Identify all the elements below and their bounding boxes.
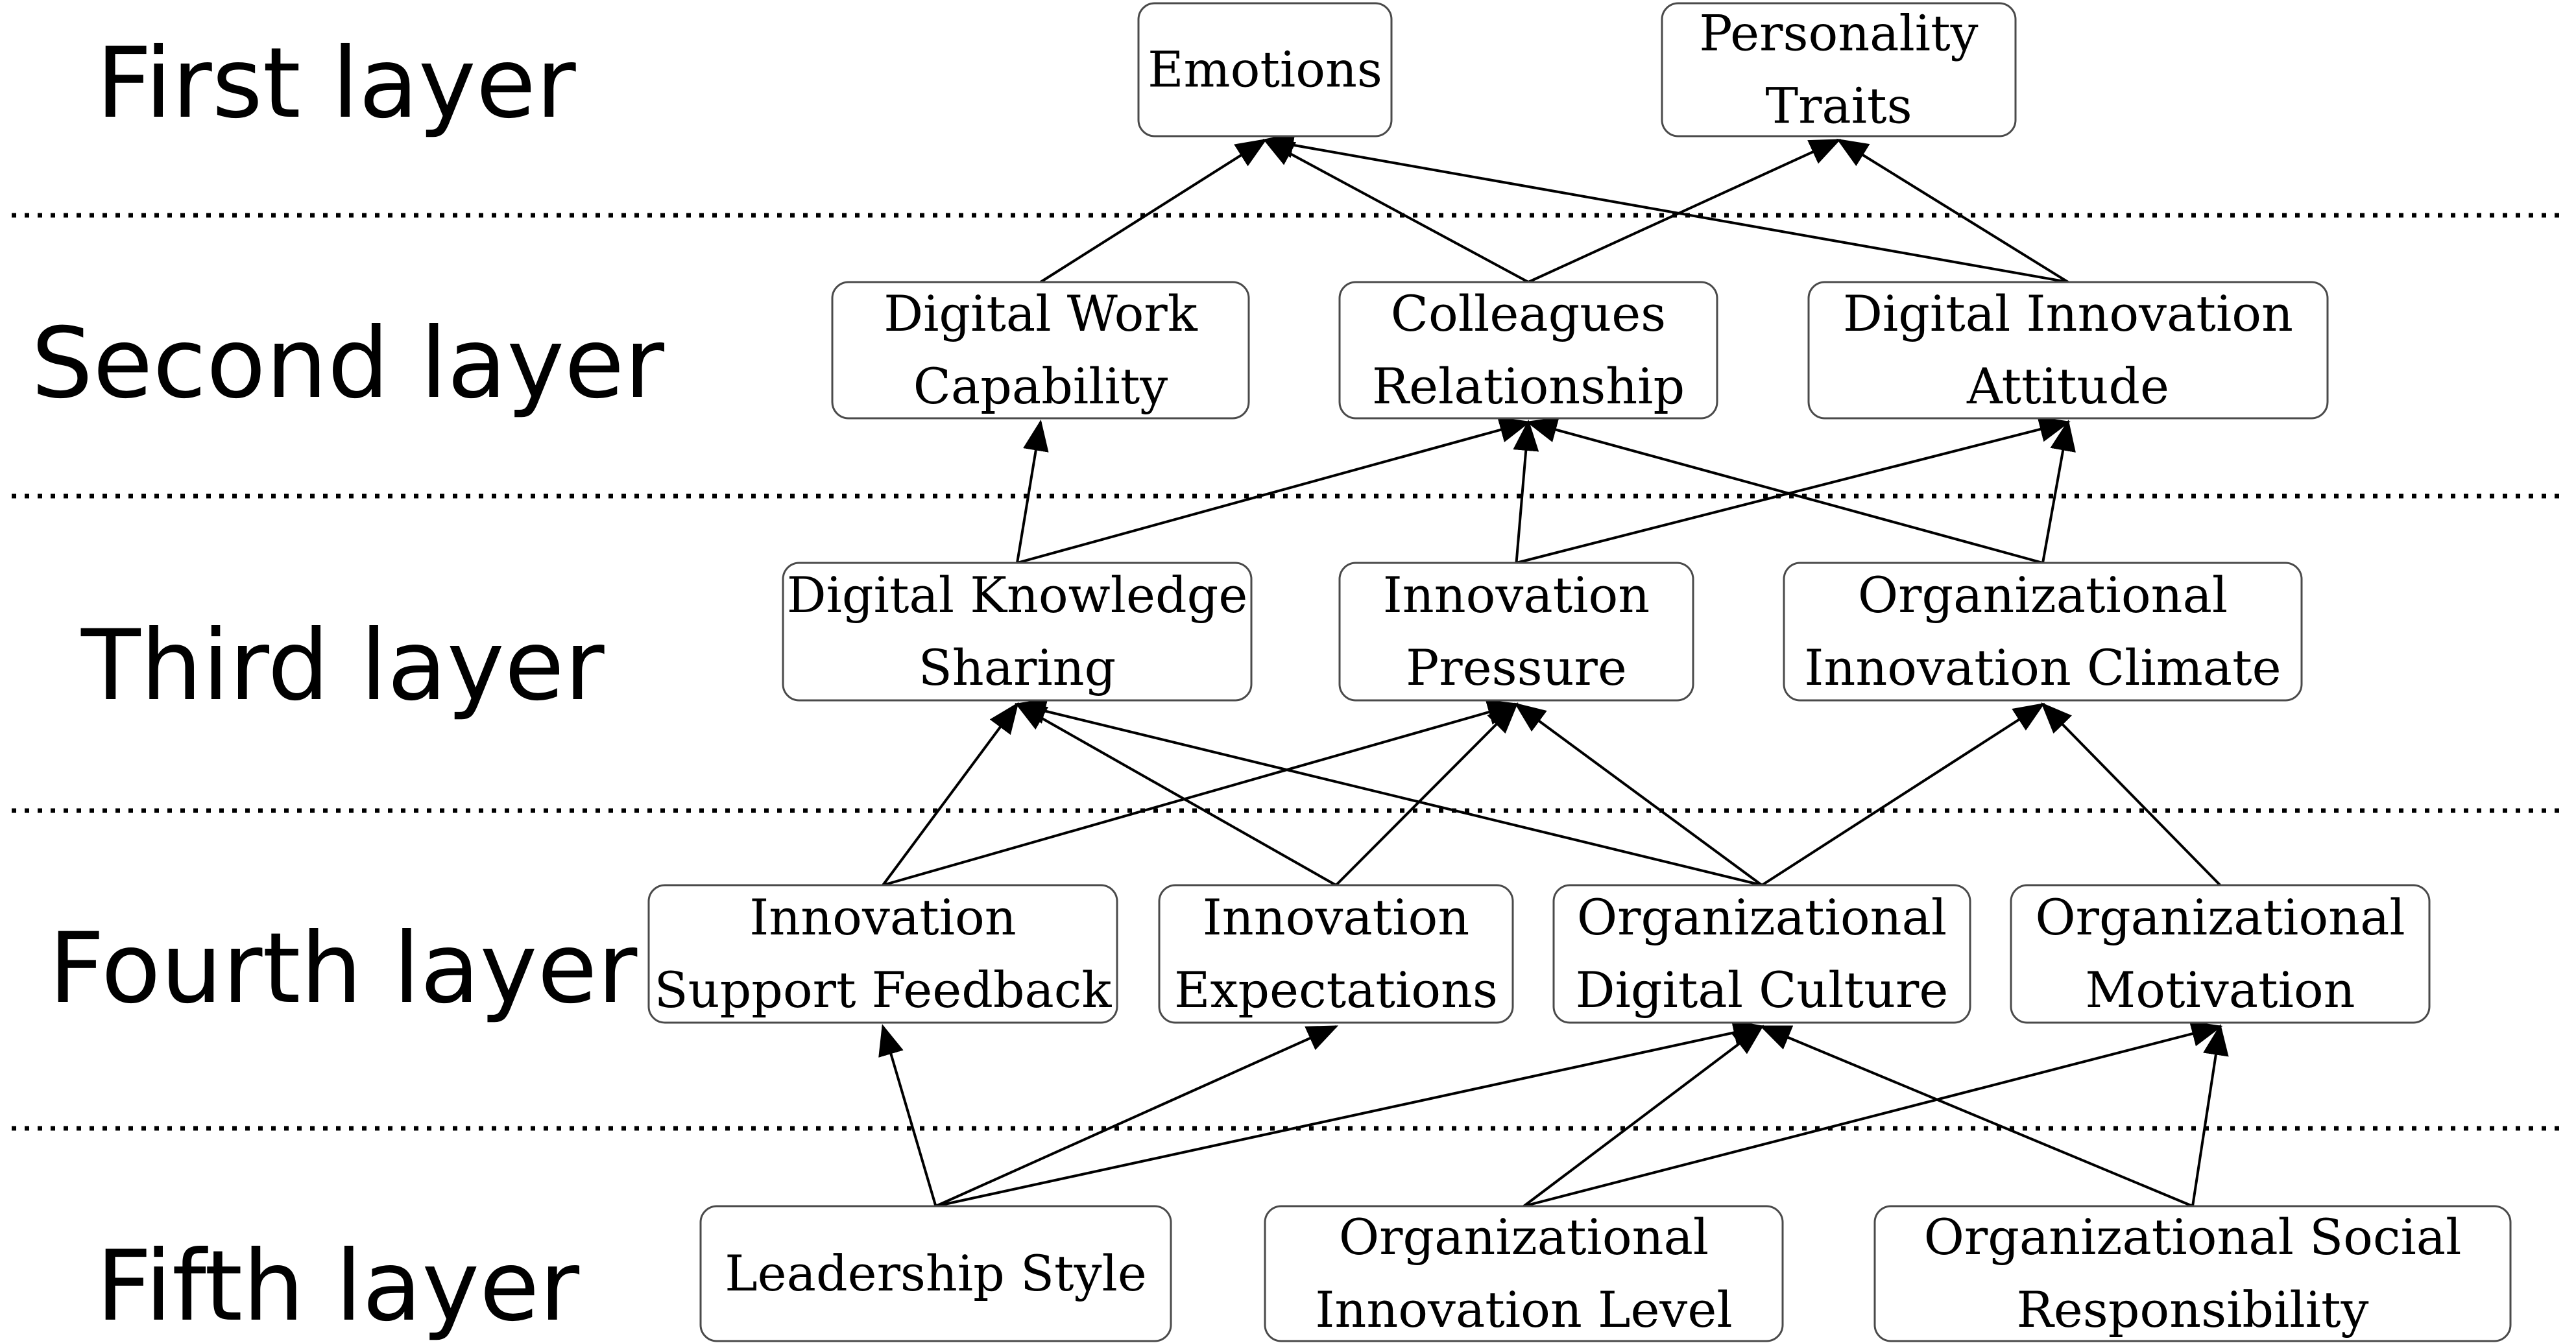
edge-arrow bbox=[1759, 1025, 2193, 1207]
node-label-line: Colleagues bbox=[1391, 285, 1666, 342]
node-label-line: Traits bbox=[1765, 77, 1912, 135]
node-label-line: Innovation Climate bbox=[1804, 639, 2281, 696]
node-emotions: Emotions bbox=[1137, 2, 1393, 137]
edge-arrow bbox=[1513, 420, 1539, 564]
edge-arrow bbox=[1523, 1025, 1764, 1207]
node-label-line: Digital Culture bbox=[1576, 961, 1949, 1019]
edge-arrow bbox=[882, 702, 1019, 886]
node-label-line: Relationship bbox=[1372, 357, 1685, 415]
edge-arrow bbox=[1039, 138, 1268, 283]
layer-label-second: Second layer bbox=[31, 307, 664, 420]
node-label-line: Digital Work bbox=[884, 285, 1198, 342]
node-label-line: Organizational bbox=[1858, 566, 2228, 624]
node-label-line: Organizational bbox=[1577, 888, 1947, 946]
edge-arrow bbox=[2041, 702, 2221, 886]
node-label-line: Organizational bbox=[1339, 1208, 1709, 1266]
node-label-line: Digital Knowledge bbox=[787, 566, 1248, 624]
edge-arrow bbox=[1516, 416, 2071, 564]
node-label-line: Responsibility bbox=[2017, 1281, 2369, 1338]
edge-arrow bbox=[1017, 417, 1531, 564]
node-label-line: Leadership Style bbox=[725, 1244, 1147, 1302]
edge-arrow bbox=[1262, 139, 1529, 283]
edge-arrow bbox=[2041, 420, 2076, 564]
layer-label-third: Third layer bbox=[80, 610, 605, 722]
node-label-line: Innovation bbox=[1383, 566, 1650, 624]
edge-arrow bbox=[1016, 420, 1049, 564]
node-label-line: Innovation bbox=[749, 888, 1016, 946]
node-label-line: Support Feedback bbox=[655, 961, 1113, 1019]
node-label-line: Personality bbox=[1699, 5, 1978, 62]
edge-arrow bbox=[1262, 132, 2069, 283]
edge-arrow bbox=[1523, 1021, 2223, 1207]
node-label-line: Capability bbox=[913, 357, 1168, 415]
edge-arrow bbox=[1015, 698, 1763, 886]
edge-arrow bbox=[878, 1024, 937, 1207]
node-leadership-style: Leadership Style bbox=[699, 1205, 1172, 1342]
edge-arrow bbox=[1335, 702, 1519, 886]
edge-arrow bbox=[1836, 138, 2069, 283]
edge-arrow bbox=[935, 1019, 1764, 1207]
layer-label-fifth: Fifth layer bbox=[96, 1230, 579, 1343]
node-label-line: Digital Innovation bbox=[1843, 285, 2293, 342]
node-label-line: Emotions bbox=[1148, 41, 1382, 99]
node-label-line: Innovation Level bbox=[1315, 1281, 1732, 1338]
edge-arrow bbox=[1528, 139, 1842, 283]
layer-label-first: First layer bbox=[96, 27, 576, 140]
node-label-line: Expectations bbox=[1174, 961, 1498, 1019]
layer-dividers bbox=[12, 213, 2566, 1131]
node-label-line: Attitude bbox=[1966, 357, 2169, 415]
edge-arrow bbox=[1015, 703, 1337, 886]
node-label-line: Sharing bbox=[919, 639, 1116, 696]
edge-arrow bbox=[882, 699, 1519, 886]
node-label-line: Innovation bbox=[1203, 888, 1469, 946]
layer-label-fourth: Fourth layer bbox=[49, 912, 638, 1025]
edge-arrow bbox=[1514, 702, 1763, 886]
edge-arrow bbox=[1761, 702, 2045, 886]
edge-arrow bbox=[1526, 417, 2043, 564]
edge-arrow bbox=[2191, 1024, 2229, 1207]
node-label-line: Motivation bbox=[2085, 961, 2355, 1019]
node-label-line: Organizational bbox=[2035, 888, 2405, 946]
node-label-line: Organizational Social bbox=[1924, 1208, 2462, 1266]
layer-labels: First layer Second layer Third layer Fou… bbox=[31, 27, 664, 1343]
edges bbox=[878, 132, 2229, 1207]
node-label-line: Pressure bbox=[1406, 639, 1627, 696]
edge-arrow bbox=[935, 1025, 1339, 1207]
